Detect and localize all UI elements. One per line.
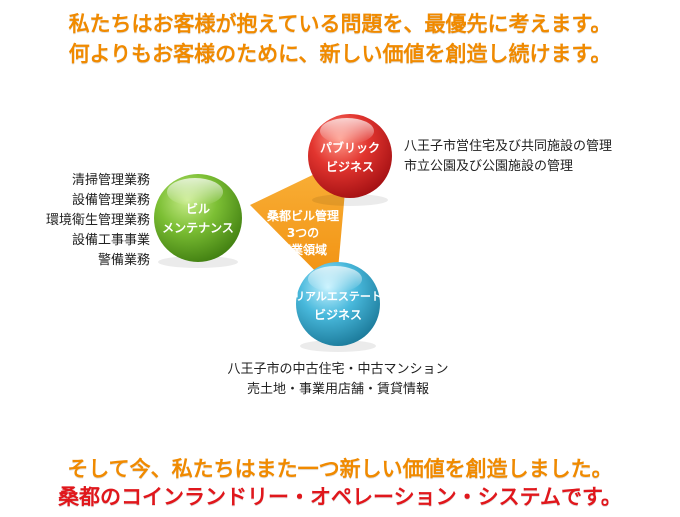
headline-line-2: 何よりもお客様のために、新しい価値を創造し続けます。: [68, 42, 612, 66]
list-item: 八王子市営住宅及び共同施設の管理: [404, 139, 613, 154]
list-item: 売土地・事業用店舗・賃貸情報: [246, 382, 429, 397]
building-node-line2: メンテナンス: [162, 221, 234, 235]
building-services-list: 清掃管理業務 設備管理業務 環境衛生管理業務 設備工事事業 警備業務: [46, 171, 150, 271]
realestate-node-line2: ビジネス: [314, 307, 362, 322]
list-item: 設備工事事業: [71, 233, 150, 248]
building-maintenance-sphere: ビル メンテナンス: [154, 174, 242, 262]
real-estate-business-sphere: リアルエステート ビジネス: [294, 262, 382, 346]
headline-line-4: 桑都のコインランドリー・オペレーション・システムです。: [58, 485, 622, 509]
center-label-line2: 3つの: [287, 226, 319, 240]
headline-line-1: 私たちはお客様が抱えている問題を、最優先に考えます。: [68, 12, 612, 36]
public-node-line1: パブリック: [320, 140, 380, 155]
center-triangle: [250, 158, 348, 292]
public-business-sphere: パブリック ビジネス: [308, 114, 392, 198]
public-services-list: 八王子市営住宅及び共同施設の管理 市立公園及び公園施設の管理: [404, 137, 612, 177]
list-item: 警備業務: [97, 253, 150, 268]
list-item: 設備管理業務: [71, 193, 150, 208]
public-node-line2: ビジネス: [326, 159, 374, 174]
realestate-services-list: 八王子市の中古住宅・中古マンション 売土地・事業用店舗・賃貸情報: [218, 360, 458, 400]
list-item: 清掃管理業務: [71, 173, 150, 188]
list-item: 市立公園及び公園施設の管理: [404, 159, 574, 174]
realestate-node-line1: リアルエステート: [294, 290, 382, 303]
building-node-line1: ビル: [186, 201, 210, 216]
headline-line-3: そして今、私たちはまた一つ新しい価値を創造しました。: [67, 457, 613, 481]
center-label-line3: 事業領域: [279, 242, 327, 257]
list-item: 八王子市の中古住宅・中古マンション: [227, 362, 449, 377]
center-label-line1: 桑都ビル管理: [267, 208, 339, 223]
list-item: 環境衛生管理業務: [45, 213, 150, 228]
